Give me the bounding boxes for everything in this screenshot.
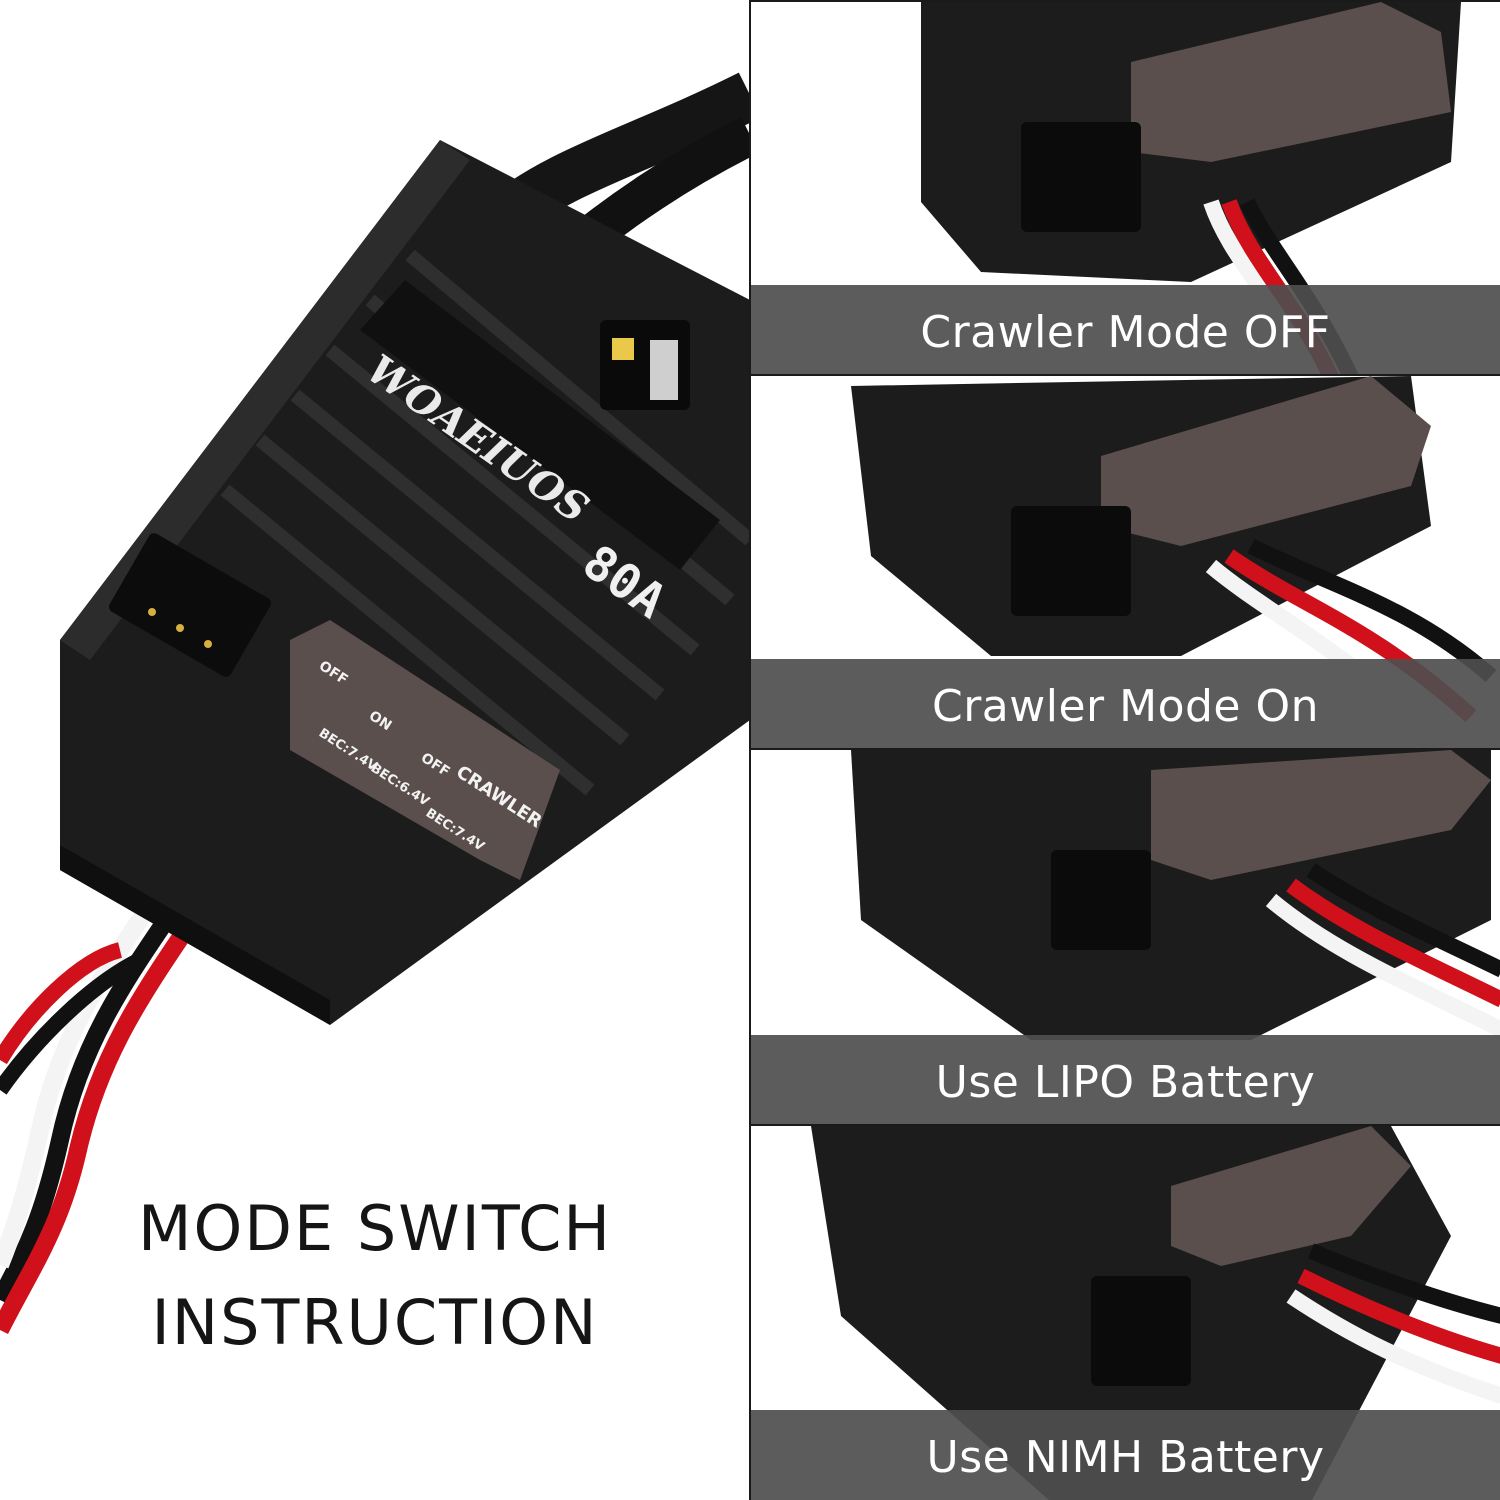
panel-caption: Crawler Mode On — [931, 680, 1320, 732]
panel-photo-nimh — [811, 1126, 1500, 1500]
mode-panels: Crawler Mode OFF Crawler Mode On Use LIP… — [749, 0, 1500, 1500]
hero-product-photo: WOAEIUOS 80A OFF ON BEC:7.4V BEC:6.4V OF… — [0, 72, 750, 1359]
esc-body — [60, 140, 750, 1025]
headline-line-1: MODE SWITCH — [137, 1192, 612, 1265]
caption-band: Use LIPO Battery — [751, 1035, 1500, 1125]
caption-band: Use NIMH Battery — [751, 1410, 1500, 1500]
panel-crawler-off: Crawler Mode OFF — [751, 0, 1500, 375]
panel-nimh: Use NIMH Battery — [751, 1124, 1500, 1500]
panel-caption: Use NIMH Battery — [926, 1431, 1325, 1483]
panel-caption: Use LIPO Battery — [935, 1056, 1316, 1108]
panel-caption: Crawler Mode OFF — [920, 306, 1331, 358]
panel-lipo: Use LIPO Battery — [751, 748, 1500, 1125]
panel-photo-crawler-on — [851, 376, 1497, 749]
panel-photo-crawler-off — [921, 2, 1461, 375]
caption-band: Crawler Mode OFF — [751, 285, 1500, 375]
mode-label-plate — [290, 620, 560, 880]
panel-photo-lipo — [851, 750, 1500, 1040]
headline-line-2: INSTRUCTION — [151, 1286, 599, 1359]
panel-crawler-on: Crawler Mode On — [751, 374, 1500, 749]
caption-band: Crawler Mode On — [751, 659, 1500, 749]
esc-illustration: WOAEIUOS 80A OFF ON BEC:7.4V BEC:6.4V OF… — [0, 72, 750, 1335]
